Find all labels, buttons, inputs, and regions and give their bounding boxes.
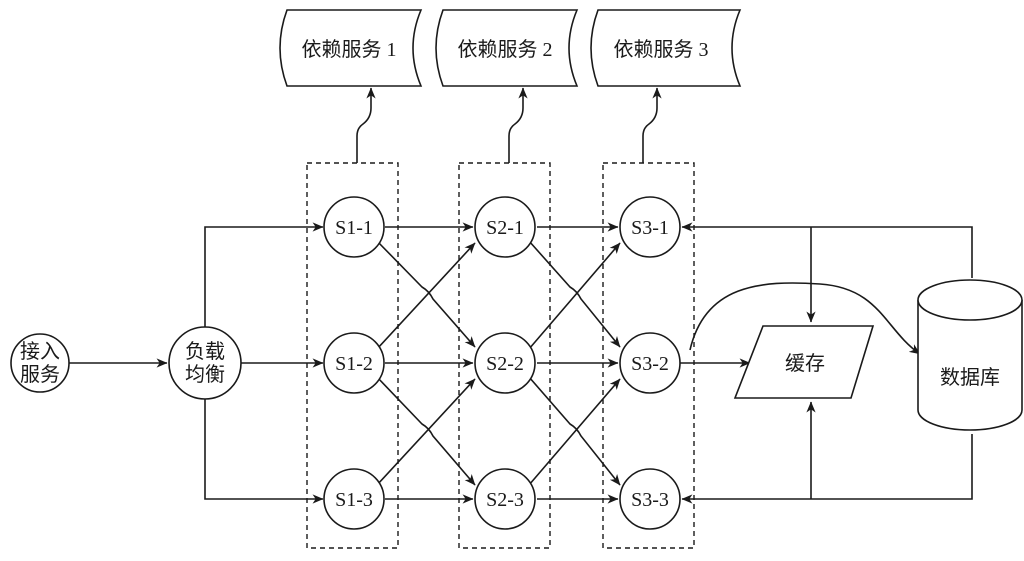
dependency-service-2-label: 依赖服务 2 [458,38,553,61]
access-service-node: 接入 服务 [10,333,70,393]
load-balancer-label-line1: 负载 [185,340,225,363]
database-label: 数据库 [940,366,1000,389]
access-service-label-line2: 服务 [20,363,60,386]
node-s3-1: S3-1 [619,196,681,258]
cache-label: 缓存 [785,352,825,375]
dependency-service-3-label: 依赖服务 3 [614,38,709,61]
edge-s12-s21 [376,242,476,350]
node-s2-1-label: S2-1 [486,217,524,239]
edge-s23-s32 [528,378,621,486]
dependency-service-2-node: 依赖服务 2 [435,9,579,87]
edge-stage3-dep3 [642,87,662,163]
node-s1-3: S1-3 [323,468,385,530]
node-s2-1: S2-1 [474,196,536,258]
edge-s22-s31 [528,242,621,350]
dependency-service-3-node: 依赖服务 3 [590,9,742,87]
edge-stage1-dep1 [356,87,376,163]
node-s2-2: S2-2 [474,332,536,394]
database-node: 数据库 [917,279,1023,431]
load-balancer-label-line2: 均衡 [185,363,225,386]
edge-s21-s32 [528,240,621,348]
edge-database-s31 [681,222,973,278]
node-s2-3-label: S2-3 [486,489,524,511]
edge-database-s33 [681,434,973,504]
node-s1-2: S1-2 [323,332,385,394]
edge-s11-s22 [376,240,476,348]
node-s1-1: S1-1 [323,196,385,258]
stage-2-group [458,162,551,549]
edge-s13-s22 [376,378,476,486]
node-s2-3: S2-3 [474,468,536,530]
node-s2-2-label: S2-2 [486,353,524,375]
load-balancer-node: 负载 均衡 [168,326,242,400]
node-s3-1-label: S3-1 [631,217,669,239]
node-s1-2-label: S1-2 [335,353,373,375]
edge-lb-s13 [204,389,324,504]
stage-3-group [602,162,695,549]
node-s1-3-label: S1-3 [335,489,373,511]
edge-lb-s11 [204,222,324,337]
cache-node: 缓存 [733,325,875,399]
dependency-service-1-node: 依赖服务 1 [279,9,423,87]
node-s3-3: S3-3 [619,468,681,530]
node-s1-1-label: S1-1 [335,217,373,239]
edge-s32-database [689,282,921,355]
stage-1-group [306,162,399,549]
node-s3-3-label: S3-3 [631,489,669,511]
access-service-label-line1: 接入 [20,340,60,363]
edge-stage2-dep2 [508,87,528,163]
node-s3-2-label: S3-2 [631,353,669,375]
dependency-service-1-label: 依赖服务 1 [302,38,397,61]
node-s3-2: S3-2 [619,332,681,394]
